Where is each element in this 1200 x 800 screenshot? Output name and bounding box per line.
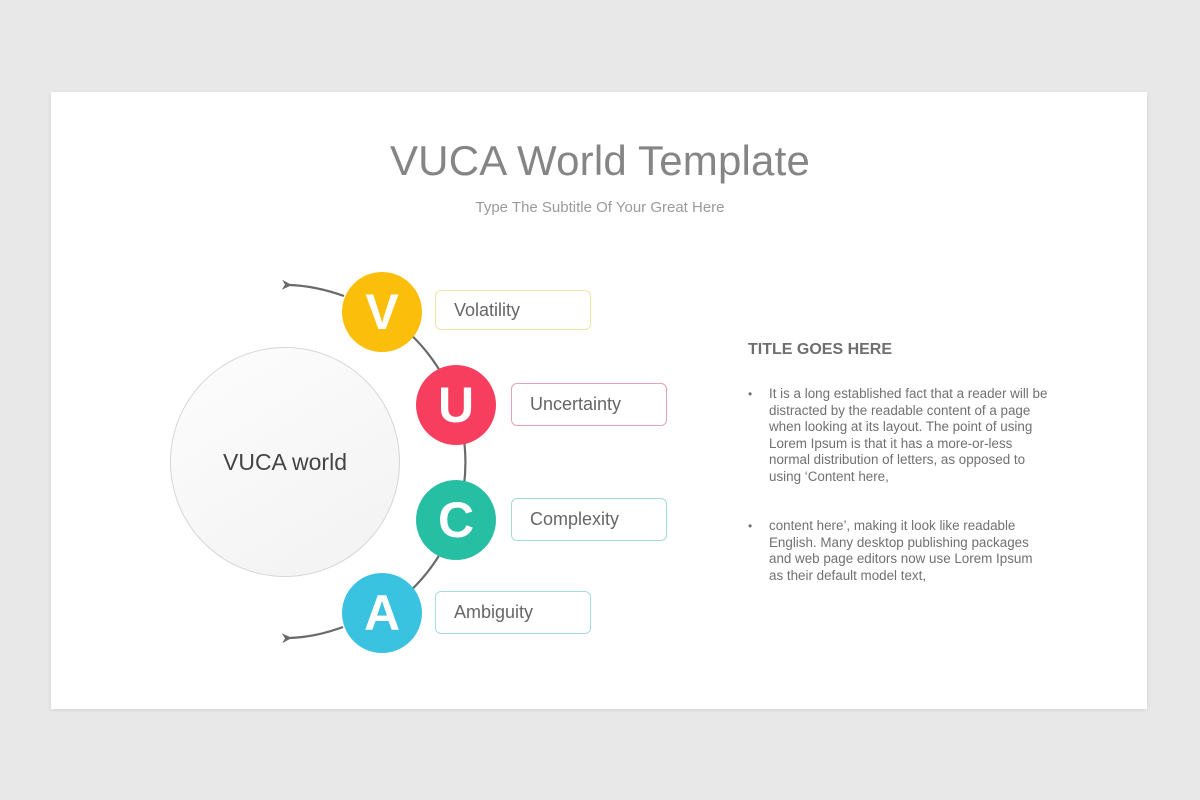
label-ambiguity: Ambiguity [454, 602, 534, 622]
label-volatility: Volatility [454, 299, 521, 320]
letter-circle-v: V [342, 272, 422, 352]
bullet-text: It is a long established fact that a rea… [769, 386, 1048, 484]
content-title: TITLE GOES HERE [748, 341, 893, 358]
bullet-icon: • [748, 519, 753, 533]
arrow-top-icon [281, 279, 345, 298]
letter-circle-c: C [416, 480, 496, 560]
label-box-volatility: Volatility [435, 290, 591, 330]
letter-a: A [363, 585, 401, 641]
label-box-complexity: Complexity [511, 498, 667, 541]
letter-circle-u: U [416, 365, 496, 445]
bullet-item-2: • content here’, making it look like rea… [748, 518, 1048, 584]
label-box-uncertainty: Uncertainty [511, 383, 667, 426]
label-uncertainty: Uncertainty [530, 394, 622, 414]
label-box-ambiguity: Ambiguity [435, 591, 591, 634]
center-circle: VUCA world [170, 347, 400, 577]
center-circle-label: VUCA world [223, 448, 347, 475]
letter-u: U [437, 377, 475, 433]
letter-c: C [437, 492, 475, 548]
bullet-item-1: • It is a long established fact that a r… [748, 386, 1048, 486]
label-complexity: Complexity [530, 509, 620, 529]
page-subtitle: Type The Subtitle Of Your Great Here [475, 199, 725, 216]
bullet-text: content here’, making it look like reada… [769, 518, 1033, 583]
letter-circle-a: A [342, 573, 422, 653]
arrow-bottom-icon [281, 625, 344, 644]
page-title: VUCA World Template [389, 137, 811, 184]
bullet-icon: • [748, 387, 753, 401]
letter-v: V [365, 284, 399, 340]
